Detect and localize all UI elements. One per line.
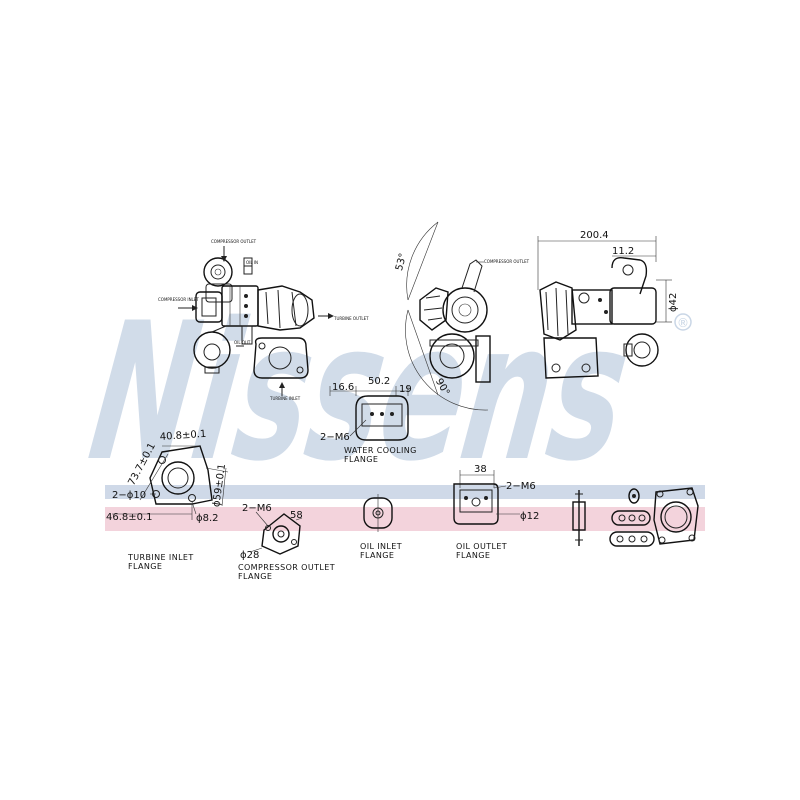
water-thread: 2−M6 bbox=[320, 432, 350, 443]
label-compressor-outlet: COMPRESSOR OUTLET bbox=[211, 239, 257, 244]
right-view-turbo bbox=[537, 236, 672, 379]
oi-caption-1: OIL INLET bbox=[360, 542, 402, 551]
ti-dim-bottom: 46.8±0.1 bbox=[106, 512, 153, 523]
co-caption-2: FLANGE bbox=[238, 572, 272, 581]
registered-mark: ® bbox=[677, 316, 689, 330]
water-dim-b: 50.2 bbox=[368, 376, 390, 387]
ti-caption-1: TURBINE INLET bbox=[127, 553, 194, 562]
right-dim-width: 200.4 bbox=[580, 230, 609, 241]
water-dim-a: 16.6 bbox=[332, 382, 354, 393]
water-cooling-flange bbox=[329, 386, 409, 441]
ti-dim-holes: 2−ϕ10 bbox=[112, 490, 146, 501]
water-dim-c: 19 bbox=[399, 384, 412, 395]
ti-dim-top: 40.8±0.1 bbox=[159, 429, 206, 443]
co-thread: 2−M6 bbox=[242, 503, 272, 514]
right-dim-dia: ϕ42 bbox=[668, 293, 679, 312]
oo-caption-2: FLANGE bbox=[456, 551, 490, 560]
water-caption-2: FLANGE bbox=[344, 455, 378, 464]
ti-dim-hole-dia: ϕ8.2 bbox=[196, 513, 219, 524]
brand-band-pink bbox=[105, 507, 705, 531]
brand-band-blue bbox=[105, 485, 705, 499]
oo-thread: 2−M6 bbox=[506, 481, 536, 492]
oo-caption-1: OIL OUTLET bbox=[456, 542, 507, 551]
co-dim-a: 58 bbox=[290, 510, 303, 521]
right-dim-offset: 11.2 bbox=[612, 246, 634, 257]
turbine-inlet-flange bbox=[112, 445, 229, 520]
label-turbine-outlet: TURBINE OUTLET bbox=[333, 316, 369, 321]
center-view-turbo bbox=[405, 221, 491, 411]
oil-inlet-flange bbox=[363, 494, 393, 532]
ti-caption-2: FLANGE bbox=[128, 562, 162, 571]
label-oil-in: OIL IN bbox=[246, 260, 258, 265]
oo-dim-dia: ϕ12 bbox=[520, 511, 539, 522]
compressor-outlet-flange bbox=[249, 511, 303, 555]
label-center-compressor-outlet: COMPRESSOR OUTLET bbox=[484, 259, 530, 264]
label-compressor-inlet: COMPRESSOR INLET bbox=[158, 297, 199, 302]
watermark-logo: Nissens bbox=[79, 283, 640, 504]
water-caption-1: WATER COOLING bbox=[344, 446, 417, 455]
oil-outlet-flange bbox=[453, 470, 520, 525]
label-oil-out: OIL OUT bbox=[234, 340, 251, 345]
oo-dim-a: 38 bbox=[474, 464, 487, 475]
co-dim-dia: ϕ28 bbox=[240, 550, 259, 561]
gasket-and-bolt-kit bbox=[572, 487, 699, 547]
label-turbine-inlet: TURBINE INLET bbox=[269, 396, 301, 401]
oi-caption-2: FLANGE bbox=[360, 551, 394, 560]
left-view-turbo bbox=[178, 246, 334, 396]
co-caption-1: COMPRESSOR OUTLET bbox=[238, 563, 335, 572]
angle-top: 53° bbox=[394, 252, 409, 272]
